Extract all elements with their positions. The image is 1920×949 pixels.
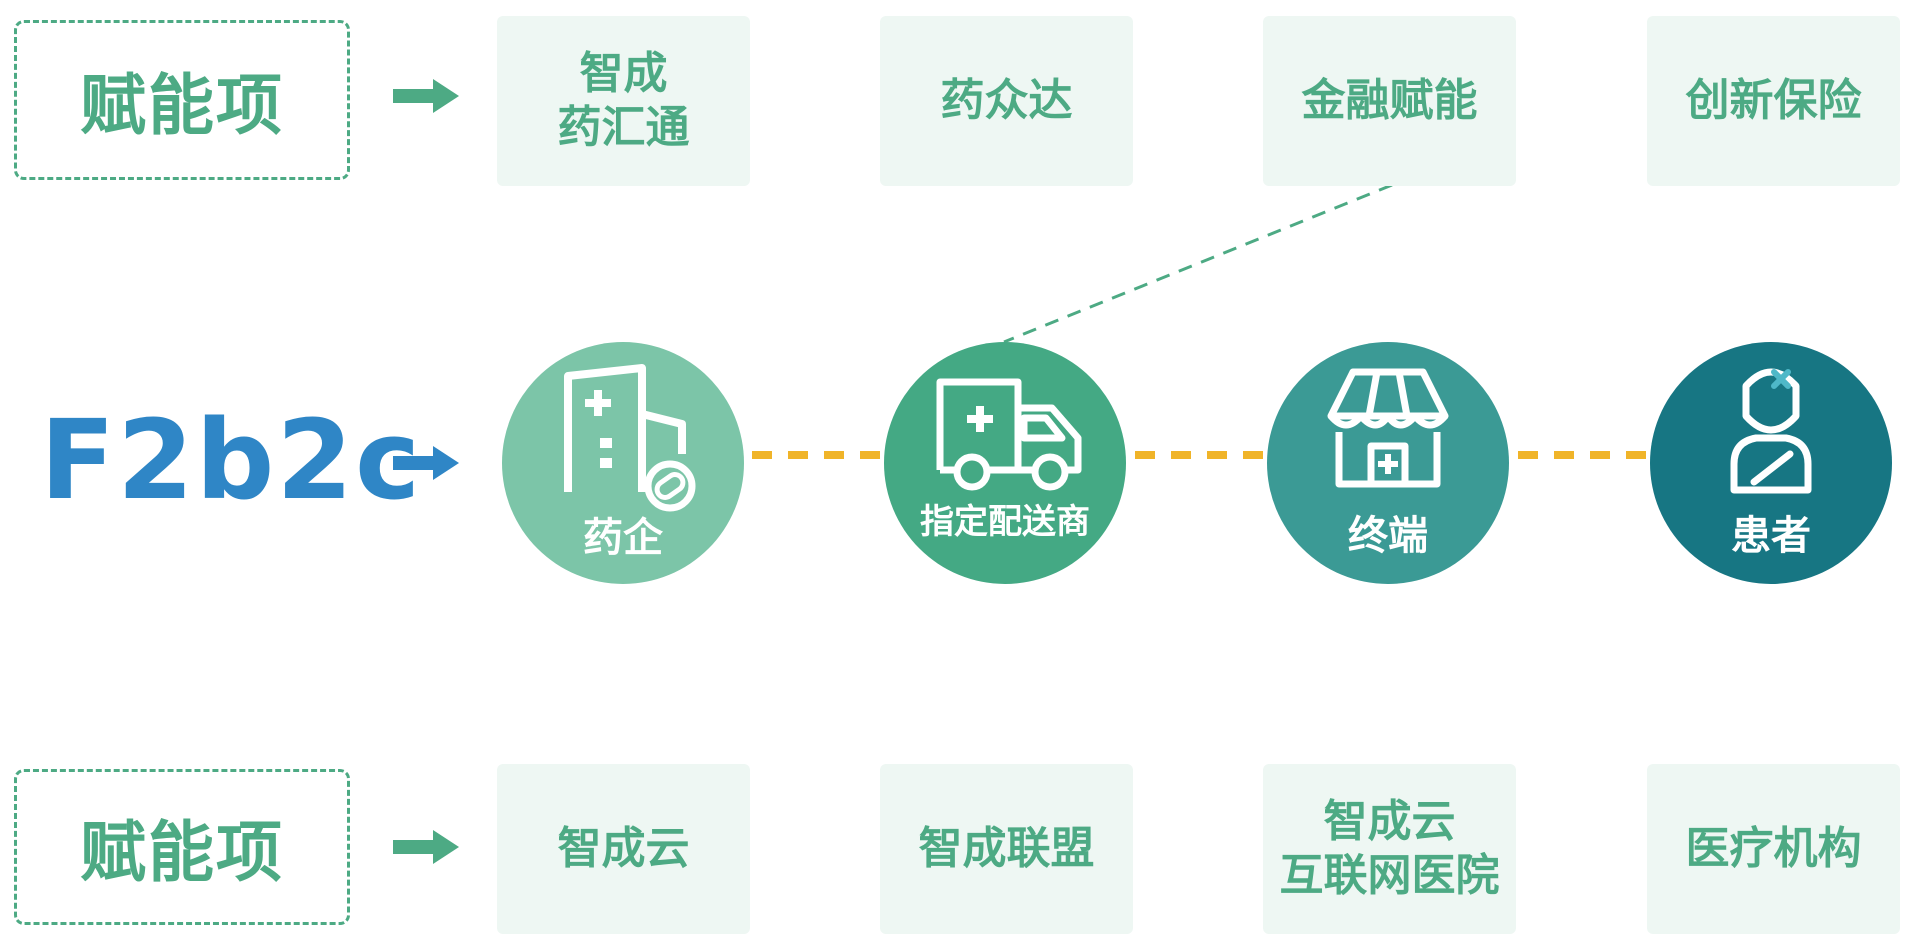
- card-line: 药众达: [940, 75, 1073, 126]
- card-line: 智成云: [1323, 796, 1456, 847]
- patient-icon: [1730, 368, 1812, 494]
- model-title: F2b2c: [40, 396, 423, 524]
- card-line: 医疗机构: [1685, 823, 1862, 874]
- node-terminal: 终端: [1267, 342, 1509, 584]
- delivery-truck-icon: [936, 378, 1082, 491]
- dashed-link-finance-to-distributor: [1003, 183, 1393, 344]
- bottom-card-alliance: 智成联盟: [880, 764, 1133, 934]
- top-card-finance: 金融赋能: [1263, 16, 1516, 186]
- card-line: 智成联盟: [918, 823, 1095, 874]
- bottom-arrow-icon: [393, 830, 459, 864]
- top-card-yaozhongda: 药众达: [880, 16, 1133, 186]
- bottom-card-zhichengyun: 智成云: [497, 764, 750, 934]
- card-line: 创新保险: [1685, 75, 1862, 126]
- pharma-building-icon: [564, 364, 696, 512]
- node-label: 患者: [1731, 513, 1811, 559]
- node-distributor: 指定配送商: [884, 342, 1126, 584]
- card-line: 药汇通: [557, 102, 690, 153]
- top-enablement-label: 赋能项: [14, 20, 350, 180]
- top-arrow-icon: [393, 79, 459, 113]
- top-card-yaohuitong: 智成 药汇通: [497, 16, 750, 186]
- storefront-icon: [1327, 368, 1449, 488]
- bottom-enablement-label: 赋能项: [14, 769, 350, 925]
- node-patient: 患者: [1650, 342, 1892, 584]
- card-line: 金融赋能: [1301, 75, 1478, 126]
- node-pharma: 药企: [502, 342, 744, 584]
- middle-arrow-icon: [393, 446, 459, 480]
- node-label: 指定配送商: [920, 502, 1090, 542]
- bottom-card-medical-institution: 医疗机构: [1647, 764, 1900, 934]
- card-line: 智成云: [557, 823, 690, 874]
- node-label: 终端: [1348, 513, 1428, 559]
- card-line: 智成: [579, 48, 668, 99]
- card-line: 互联网医院: [1279, 850, 1500, 901]
- node-label: 药企: [583, 515, 663, 561]
- bottom-card-internet-hospital: 智成云 互联网医院: [1263, 764, 1516, 934]
- top-card-insurance: 创新保险: [1647, 16, 1900, 186]
